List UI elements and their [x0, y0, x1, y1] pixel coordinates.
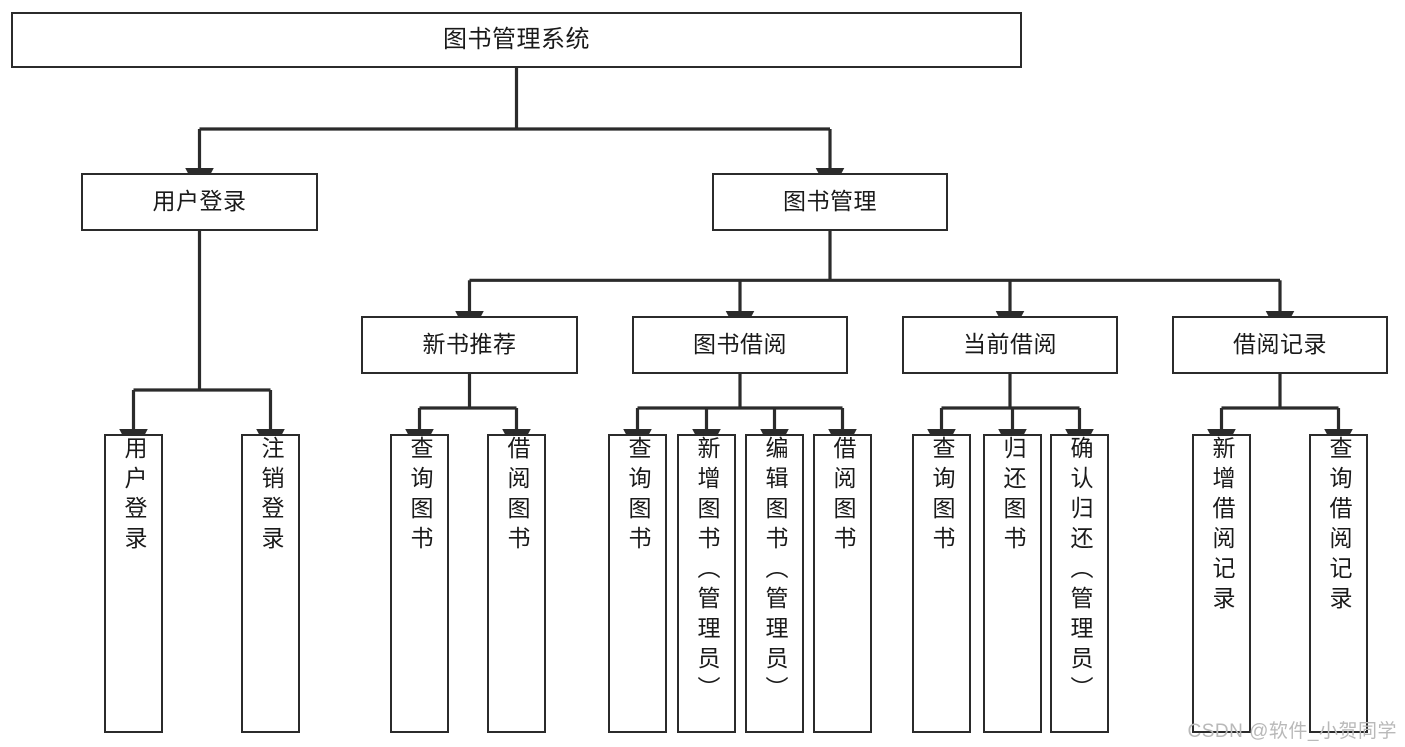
node-label: 当前借阅 — [963, 331, 1057, 358]
node-label: 新增图书（管理员） — [694, 436, 720, 706]
node-leaf-borrow-book-1[interactable]: 借阅图书 — [487, 434, 546, 733]
node-user-login[interactable]: 用户登录 — [81, 173, 318, 231]
node-book-borrowing[interactable]: 图书借阅 — [632, 316, 848, 374]
node-label: 查询借阅记录 — [1326, 436, 1352, 616]
node-label: 借阅图书 — [504, 436, 530, 556]
node-leaf-add-book-admin[interactable]: 新增图书（管理员） — [677, 434, 736, 733]
node-leaf-user-login[interactable]: 用户登录 — [104, 434, 163, 733]
watermark-text: CSDN @软件_小贺同学 — [1187, 721, 1397, 742]
node-label: 归还图书 — [1000, 436, 1026, 556]
node-label: 图书管理系统 — [443, 25, 590, 53]
node-label: 图书管理 — [783, 188, 877, 215]
node-leaf-query-book-3[interactable]: 查询图书 — [912, 434, 971, 733]
node-leaf-query-book-2[interactable]: 查询图书 — [608, 434, 667, 733]
node-leaf-add-borrow-record[interactable]: 新增借阅记录 — [1192, 434, 1251, 733]
node-leaf-logout[interactable]: 注销登录 — [241, 434, 300, 733]
node-label: 借阅记录 — [1233, 331, 1327, 358]
node-leaf-borrow-book-2[interactable]: 借阅图书 — [813, 434, 872, 733]
node-label: 用户登录 — [121, 436, 147, 556]
node-book-management[interactable]: 图书管理 — [712, 173, 948, 231]
node-label: 用户登录 — [152, 188, 247, 215]
node-leaf-edit-book-admin[interactable]: 编辑图书（管理员） — [745, 434, 804, 733]
node-borrowing-records[interactable]: 借阅记录 — [1172, 316, 1388, 374]
node-leaf-query-borrow-record[interactable]: 查询借阅记录 — [1309, 434, 1368, 733]
node-label: 图书借阅 — [693, 331, 787, 358]
node-label: 查询图书 — [407, 436, 433, 556]
node-label: 新增借阅记录 — [1209, 436, 1235, 616]
node-leaf-return-book[interactable]: 归还图书 — [983, 434, 1042, 733]
node-label: 注销登录 — [258, 436, 284, 556]
node-label: 查询图书 — [929, 436, 955, 556]
node-leaf-query-book-1[interactable]: 查询图书 — [390, 434, 449, 733]
node-current-borrowing[interactable]: 当前借阅 — [902, 316, 1118, 374]
node-label: 新书推荐 — [422, 331, 517, 358]
node-leaf-confirm-return-admin[interactable]: 确认归还（管理员） — [1050, 434, 1109, 733]
node-label: 确认归还（管理员） — [1067, 436, 1093, 706]
node-new-book-recommendation[interactable]: 新书推荐 — [361, 316, 578, 374]
node-root-system[interactable]: 图书管理系统 — [11, 12, 1022, 68]
node-label: 借阅图书 — [830, 436, 856, 556]
node-label: 查询图书 — [625, 436, 651, 556]
node-label: 编辑图书（管理员） — [762, 436, 788, 706]
